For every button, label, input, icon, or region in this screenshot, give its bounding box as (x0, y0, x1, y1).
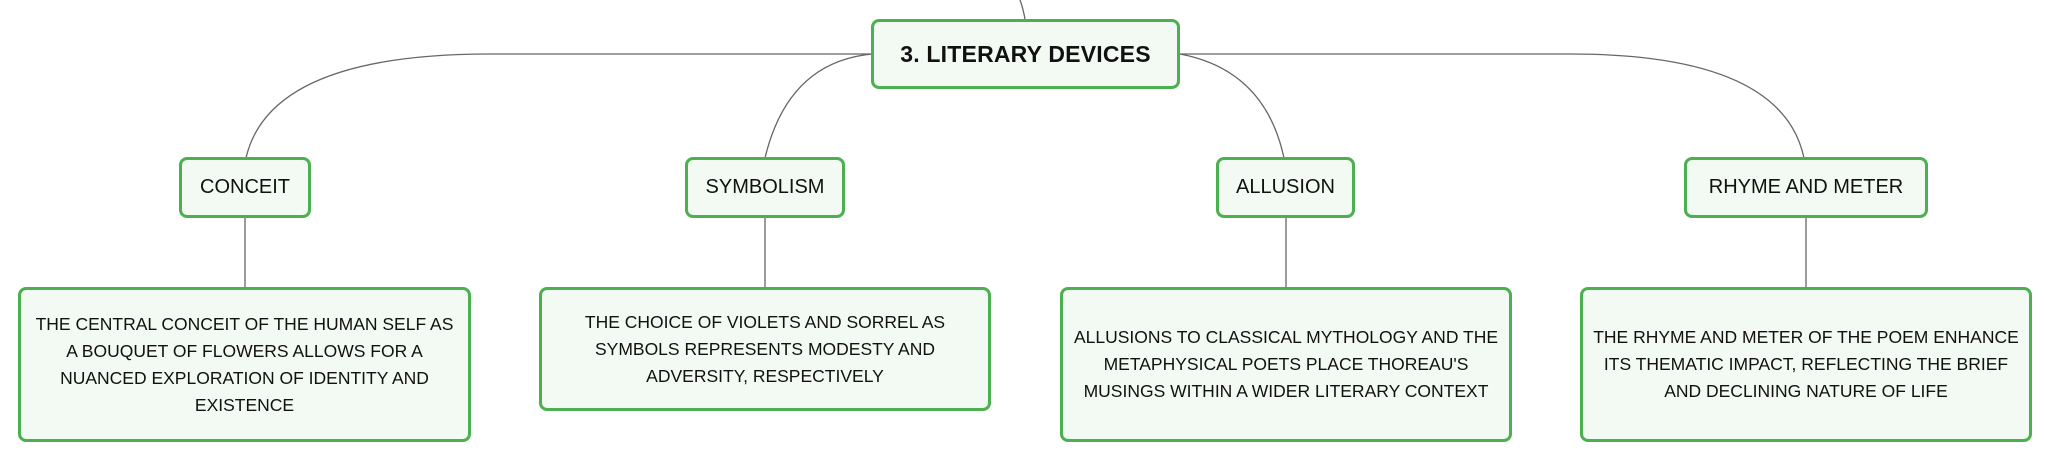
topic-label: SYMBOLISM (705, 176, 825, 198)
detail-node-conceit[interactable]: THE CENTRAL CONCEIT OF THE HUMAN SELF AS… (18, 287, 471, 442)
topic-node-symbolism[interactable]: SYMBOLISM (685, 157, 845, 218)
detail-node-symbolism[interactable]: THE CHOICE OF VIOLETS AND SORREL AS SYMB… (539, 287, 991, 411)
topic-node-allusion[interactable]: ALLUSION (1216, 157, 1355, 218)
root-node[interactable]: 3. LITERARY DEVICES (871, 19, 1180, 89)
connector-root-to-conceit (245, 53, 872, 159)
topic-label: CONCEIT (200, 176, 290, 198)
detail-text: THE RHYME AND METER OF THE POEM ENHANCE … (1593, 327, 2019, 401)
detail-node-allusion[interactable]: ALLUSIONS TO CLASSICAL MYTHOLOGY AND THE… (1060, 287, 1512, 442)
detail-node-rhyme-and-meter[interactable]: THE RHYME AND METER OF THE POEM ENHANCE … (1580, 287, 2032, 442)
connector-parent-to-root (1019, 0, 1026, 20)
topic-node-conceit[interactable]: CONCEIT (179, 157, 311, 218)
topic-label: ALLUSION (1236, 176, 1335, 198)
connector-root-to-rhyme-and-meter (1180, 53, 1805, 159)
topic-label: RHYME AND METER (1708, 176, 1904, 198)
detail-text: THE CENTRAL CONCEIT OF THE HUMAN SELF AS… (35, 313, 454, 415)
connector-root-to-symbolism (764, 53, 873, 159)
topic-node-rhyme-and-meter[interactable]: RHYME AND METER (1684, 157, 1928, 218)
connector-root-to-allusion (1179, 53, 1285, 159)
detail-text: ALLUSIONS TO CLASSICAL MYTHOLOGY AND THE… (1073, 327, 1499, 401)
detail-text: THE CHOICE OF VIOLETS AND SORREL AS SYMB… (584, 311, 946, 386)
root-node-label: 3. LITERARY DEVICES (900, 40, 1151, 67)
